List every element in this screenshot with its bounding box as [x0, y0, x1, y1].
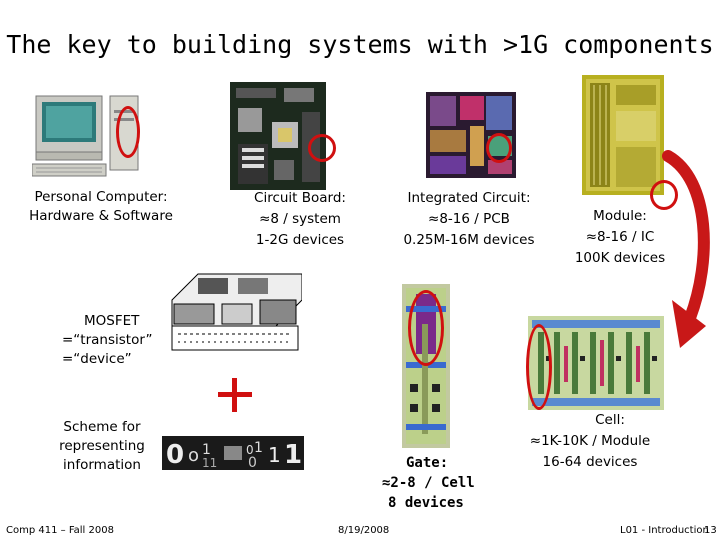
svg-text:o: o	[188, 445, 199, 466]
gate-highlight-oval	[408, 290, 444, 366]
curved-arrow	[662, 150, 710, 348]
svg-text:0: 0	[246, 443, 254, 457]
svg-text:1: 1	[284, 440, 302, 470]
cell-caption-line1: Cell:	[595, 412, 625, 428]
module-caption-line1: Module:	[593, 208, 647, 224]
cell-highlight-oval	[526, 324, 552, 410]
cell-caption-line3: 16-64 devices	[542, 454, 638, 470]
mosfet-caption: MOSFET =“transistor” =“device”	[62, 312, 182, 369]
board-caption: Circuit Board: ≈8 / system 1-2G devices	[230, 188, 370, 251]
plus-icon	[218, 378, 252, 412]
module-image	[582, 75, 664, 195]
circuit-board-image	[230, 82, 326, 190]
svg-text:11: 11	[202, 456, 217, 470]
pc-caption-line1: Personal Computer:	[34, 189, 168, 205]
gate-caption-line1: Gate:	[406, 455, 449, 471]
gate-caption: Gate: ≈2-8 / Cell 8 devices	[382, 453, 482, 513]
module-highlight-oval	[650, 180, 678, 210]
scheme-caption-line2: representing	[59, 438, 145, 454]
module-caption-line3: 100K devices	[574, 250, 666, 266]
pc-highlight-oval	[116, 106, 140, 158]
svg-text:1: 1	[202, 442, 211, 458]
footer-page-number: 13	[704, 525, 717, 536]
binary-digits-image: 0 o 1 11 0 1 0 1 1	[162, 436, 304, 470]
gate-caption-line3: 8 devices	[388, 495, 464, 511]
scheme-caption: Scheme for representing information	[52, 418, 152, 475]
scheme-caption-line3: information	[63, 457, 141, 473]
board-caption-line3: 1-2G devices	[255, 232, 345, 248]
ic-caption-line1: Integrated Circuit:	[407, 190, 531, 206]
ic-highlight-oval	[486, 133, 512, 163]
slide-title: The key to building systems with >1G com…	[6, 30, 714, 59]
gate-caption-line2: ≈2-8 / Cell	[382, 475, 475, 491]
scheme-caption-line1: Scheme for	[63, 419, 141, 435]
svg-text:1: 1	[268, 443, 281, 467]
footer-date: 8/19/2008	[338, 525, 390, 536]
footer-lecture: L01 - Introduction	[620, 525, 709, 536]
integrated-circuit-image	[426, 92, 516, 178]
mosfet-caption-line3: =“device”	[62, 351, 132, 367]
ic-caption-line3: 0.25M-16M devices	[403, 232, 535, 248]
board-caption-line1: Circuit Board:	[254, 190, 346, 206]
footer-course: Comp 411 – Fall 2008	[6, 525, 114, 536]
ic-caption: Integrated Circuit: ≈8-16 / PCB 0.25M-16…	[388, 188, 550, 251]
board-caption-line2: ≈8 / system	[259, 211, 341, 227]
cell-caption-line2: ≈1K-10K / Module	[529, 433, 651, 449]
ic-caption-line2: ≈8-16 / PCB	[428, 211, 510, 227]
svg-text:1: 1	[254, 440, 263, 456]
mosfet-caption-line1: MOSFET	[84, 313, 140, 329]
module-caption-line2: ≈8-16 / IC	[585, 229, 655, 245]
svg-text:0: 0	[166, 440, 184, 470]
svg-text:0: 0	[248, 455, 257, 470]
pc-caption: Personal Computer: Hardware & Software	[26, 188, 176, 226]
cell-caption: Cell: ≈1K-10K / Module 16-64 devices	[520, 410, 660, 473]
board-highlight-oval	[308, 134, 336, 162]
mosfet-caption-line2: =“transistor”	[62, 332, 153, 348]
module-caption: Module: ≈8-16 / IC 100K devices	[560, 206, 680, 269]
mosfet-image	[168, 270, 302, 354]
pc-caption-line2: Hardware & Software	[29, 208, 173, 224]
